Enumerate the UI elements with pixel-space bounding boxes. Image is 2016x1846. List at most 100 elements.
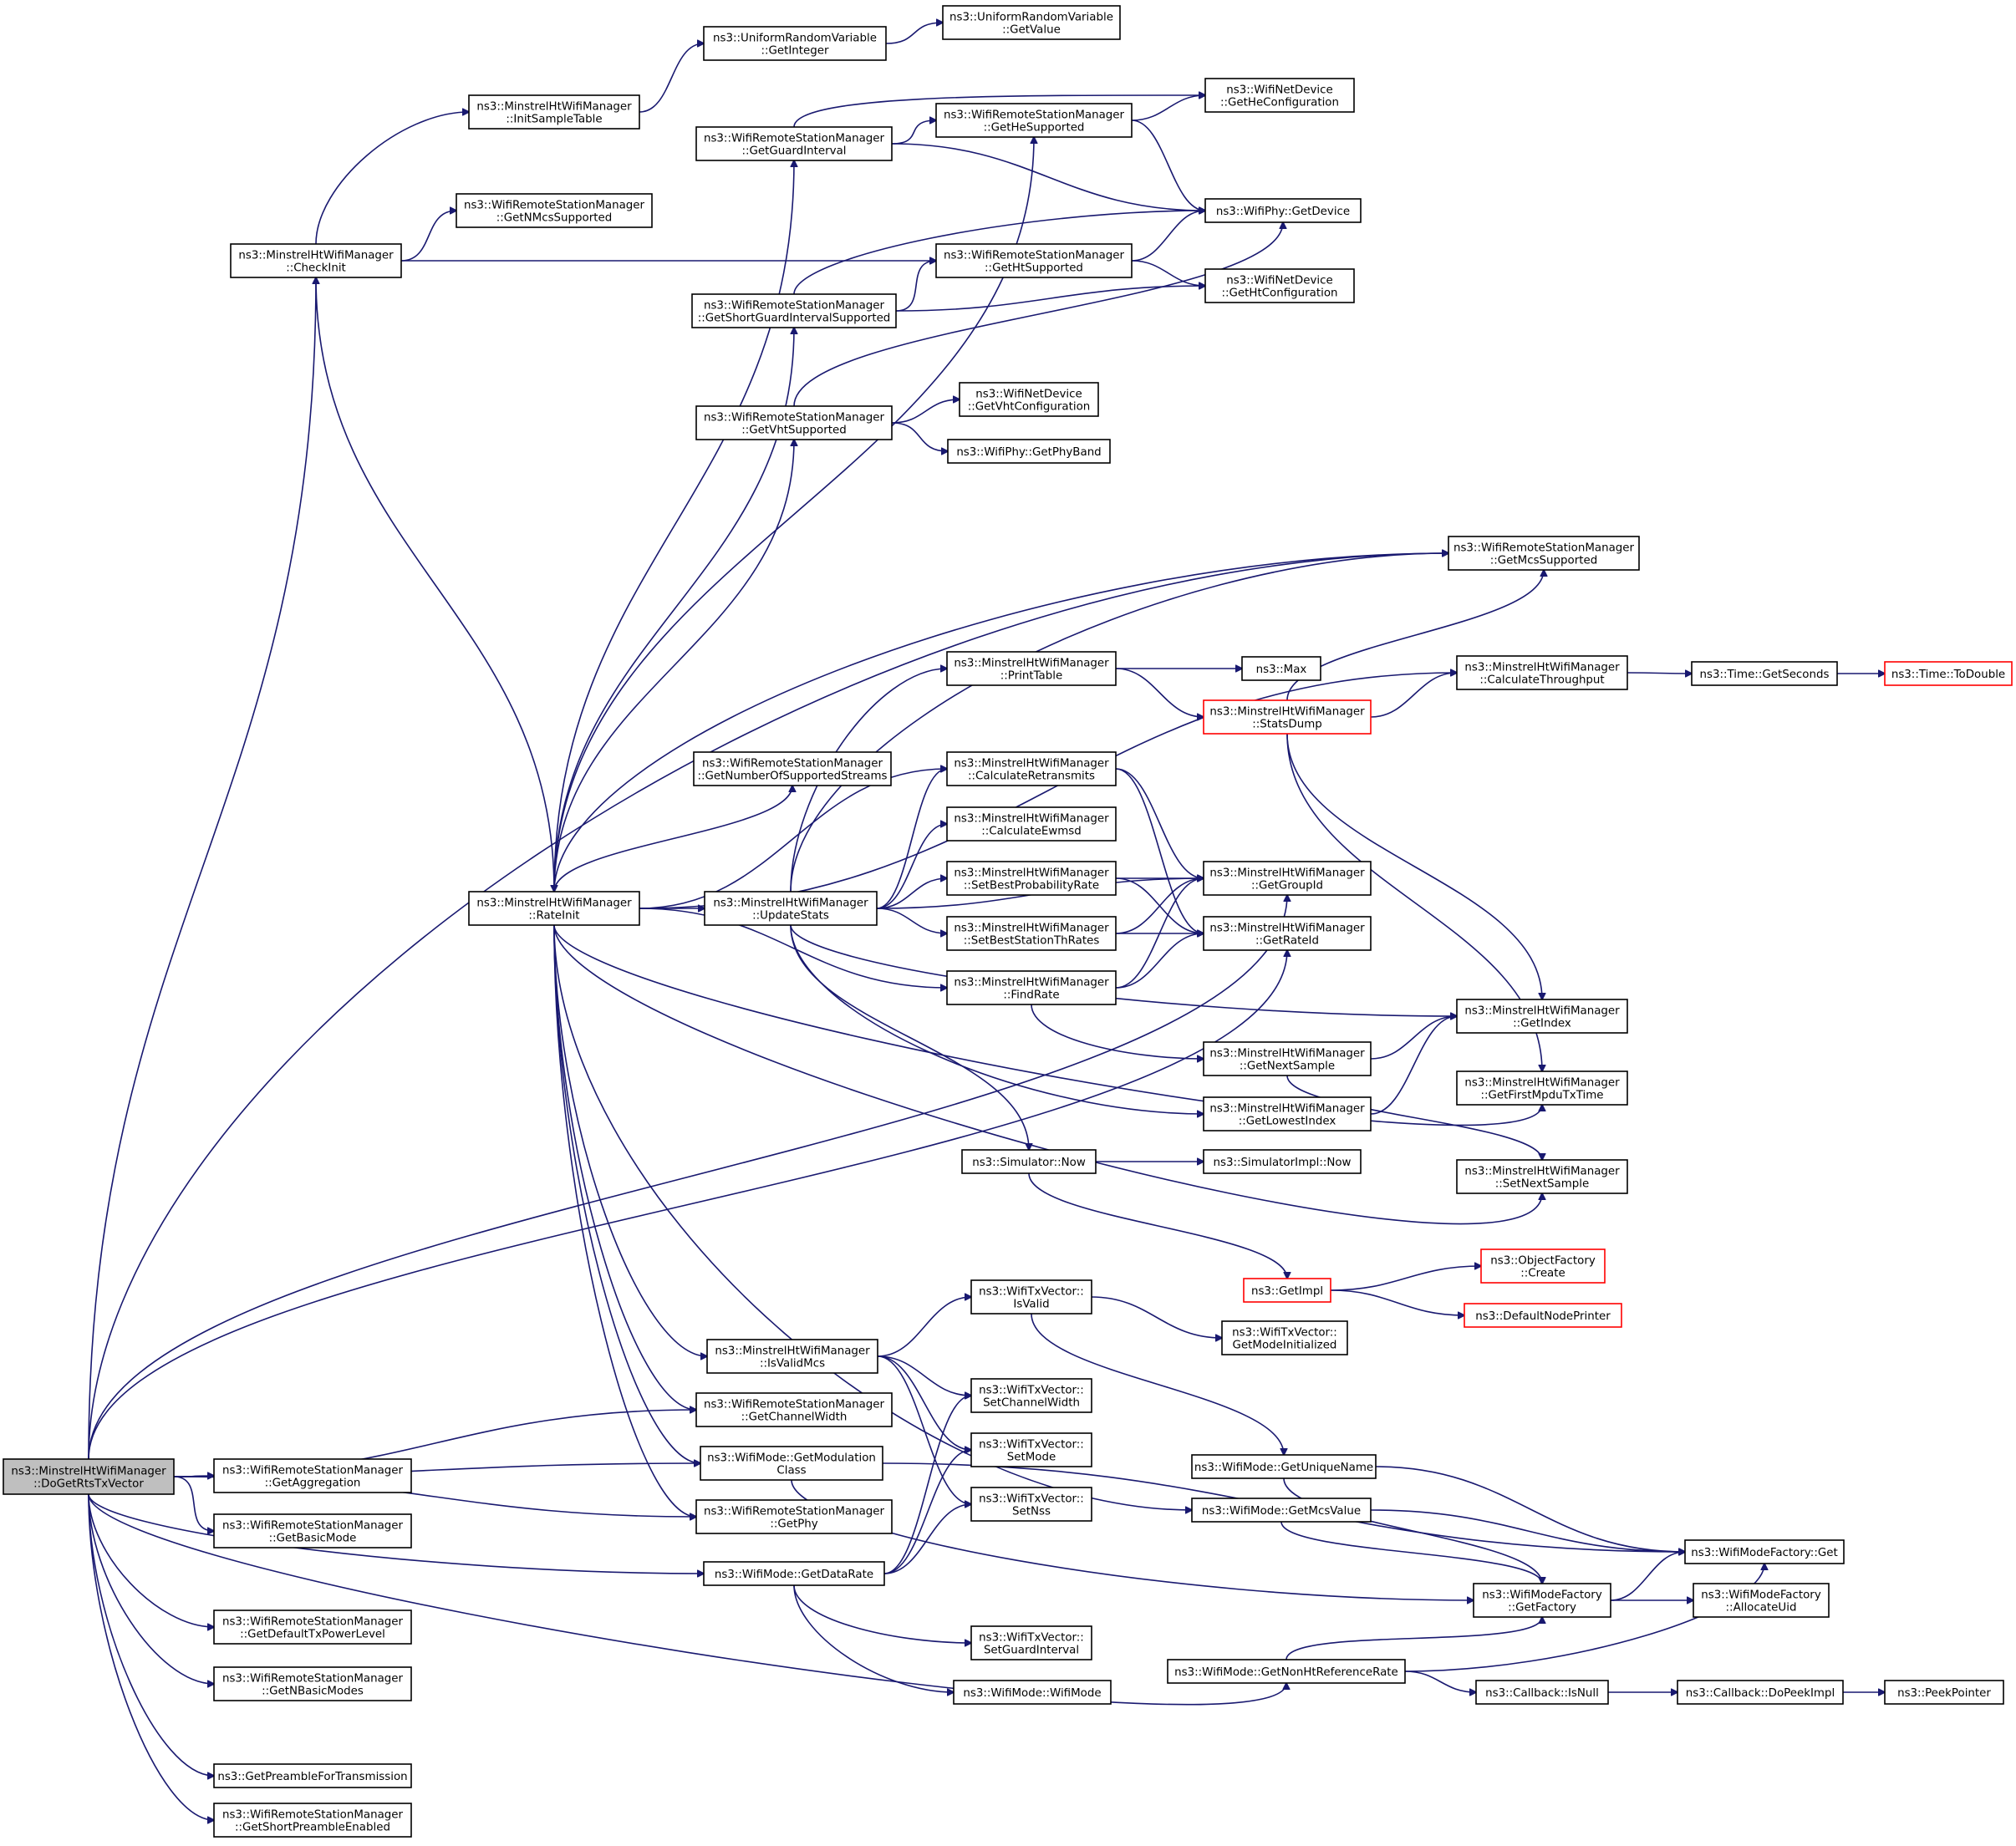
function-node-findRate[interactable]: ns3::MinstrelHtWifiManager::FindRate [946, 970, 1117, 1005]
function-node-simNow[interactable]: ns3::Simulator::Now [961, 1149, 1097, 1174]
function-node-getUniqueName[interactable]: ns3::WifiMode::GetUniqueName [1191, 1454, 1377, 1479]
node-box [946, 806, 1117, 842]
function-node-getImpl[interactable]: ns3::GetImpl [1243, 1278, 1331, 1303]
function-node-calcRetrans[interactable]: ns3::MinstrelHtWifiManager::CalculateRet… [946, 751, 1117, 786]
function-node-setNextSample[interactable]: ns3::MinstrelHtWifiManager::SetNextSampl… [1456, 1159, 1628, 1194]
function-node-setChanWidth[interactable]: ns3::WifiTxVector::SetChannelWidth [970, 1378, 1092, 1413]
call-edge-findRate-to-getNextSample [1031, 1004, 1204, 1059]
function-node-setBestTh[interactable]: ns3::MinstrelHtWifiManager::SetBestStati… [946, 916, 1117, 951]
function-node-getHtConf[interactable]: ns3::WifiNetDevice::GetHtConfiguration [1204, 268, 1355, 303]
call-edge-checkInit-to-rateInit [315, 277, 554, 892]
node-label-line: ::GetBasicMode [269, 1533, 357, 1545]
function-node-getShortGI[interactable]: ns3::WifiRemoteStationManager::GetShortG… [691, 293, 897, 328]
function-node-wifiMode[interactable]: ns3::WifiMode::WifiMode [953, 1680, 1112, 1705]
function-node-cbDoPeek[interactable]: ns3::Callback::DoPeekImpl [1677, 1680, 1844, 1705]
call-arrow [88, 1493, 214, 1684]
function-node-getFirstMpdu[interactable]: ns3::MinstrelHtWifiManager::GetFirstMpdu… [1456, 1070, 1628, 1106]
function-node-toDouble[interactable]: ns3::Time::ToDouble [1884, 661, 2013, 686]
function-node-getVhtConf[interactable]: ns3::WifiNetDevice::GetVhtConfiguration [959, 382, 1099, 417]
function-node-setBestProb[interactable]: ns3::MinstrelHtWifiManager::SetBestProba… [946, 861, 1117, 896]
function-node-getHtSup[interactable]: ns3::WifiRemoteStationManager::GetHtSupp… [935, 243, 1133, 278]
node-box [959, 382, 1099, 417]
call-arrow [553, 924, 707, 1356]
function-node-updateStats[interactable]: ns3::MinstrelHtWifiManager::UpdateStats [704, 891, 878, 926]
function-node-getNextSample[interactable]: ns3::MinstrelHtWifiManager::GetNextSampl… [1203, 1041, 1372, 1076]
call-arrow [1404, 1671, 1476, 1692]
function-node-cbIsNull[interactable]: ns3::Callback::IsNull [1475, 1680, 1609, 1705]
function-node-getMcsSup[interactable]: ns3::WifiRemoteStationManager::GetMcsSup… [1448, 536, 1640, 571]
node-label-line: ns3::WifiMode::GetDataRate [715, 1569, 873, 1581]
function-node-initSample[interactable]: ns3::MinstrelHtWifiManager::InitSampleTa… [468, 94, 640, 130]
function-node-phyGetDevice[interactable]: ns3::WifiPhy::GetDevice [1204, 198, 1362, 223]
node-label-line: ::GetValue [1002, 24, 1061, 37]
function-node-calcThroughput[interactable]: ns3::MinstrelHtWifiManager::CalculateThr… [1456, 655, 1628, 690]
function-node-getGroupId[interactable]: ns3::MinstrelHtWifiManager::GetGroupId [1203, 861, 1372, 896]
node-label-line: ns3::MinstrelHtWifiManager [1464, 1077, 1620, 1090]
call-arrow [885, 23, 943, 44]
function-node-getShortPreamble[interactable]: ns3::WifiRemoteStationManager::GetShortP… [213, 1803, 412, 1838]
call-arrow [315, 277, 554, 892]
node-box [1475, 1680, 1609, 1705]
node-box [703, 1561, 885, 1586]
function-node-isValidMcs[interactable]: ns3::MinstrelHtWifiManager::IsValidMcs [706, 1339, 878, 1374]
call-edge-rateInit-to-getMcsSup [553, 553, 1448, 892]
function-node-getRateId[interactable]: ns3::MinstrelHtWifiManager::GetRateId [1203, 916, 1372, 951]
function-node-setGuard[interactable]: ns3::WifiTxVector::SetGuardInterval [970, 1625, 1092, 1660]
function-node-getNonHtRef[interactable]: ns3::WifiMode::GetNonHtReferenceRate [1167, 1659, 1406, 1684]
function-node-getPhyBand[interactable]: ns3::WifiPhy::GetPhyBand [947, 439, 1111, 464]
node-box [1473, 1583, 1611, 1618]
call-edge-findRate-to-getGroupId [1115, 878, 1204, 989]
function-node-getVhtSup[interactable]: ns3::WifiRemoteStationManager::GetVhtSup… [695, 405, 893, 440]
node-box [468, 891, 640, 926]
function-node-getHeConf[interactable]: ns3::WifiNetDevice::GetHeConfiguration [1204, 78, 1355, 113]
function-node-peekPointer[interactable]: ns3::PeekPointer [1884, 1680, 2004, 1705]
call-edge-rateInit-to-isValidMcs [553, 924, 707, 1356]
function-node-getIndex[interactable]: ns3::MinstrelHtWifiManager::GetIndex [1456, 999, 1628, 1034]
call-edge-updateStats-to-getLowestIndex [790, 924, 1204, 1114]
function-node-modeFactoryGet[interactable]: ns3::WifiModeFactory::Get [1684, 1539, 1845, 1564]
function-node-getSeconds[interactable]: ns3::Time::GetSeconds [1691, 661, 1838, 686]
function-node-getBasicMode[interactable]: ns3::WifiRemoteStationManager::GetBasicM… [213, 1513, 412, 1549]
function-node-getPhy[interactable]: ns3::WifiRemoteStationManager::GetPhy [695, 1499, 893, 1534]
node-label-line: ::GetHeConfiguration [1220, 97, 1339, 109]
call-arrow [553, 160, 794, 892]
function-node-defaultNodePrinter[interactable]: ns3::DefaultNodePrinter [1464, 1303, 1622, 1328]
node-label-line: ::GetFactory [1508, 1602, 1576, 1615]
function-node-getGuard[interactable]: ns3::WifiRemoteStationManager::GetGuardI… [695, 126, 893, 161]
function-node-getDataRate[interactable]: ns3::WifiMode::GetDataRate [703, 1561, 885, 1586]
function-node-getDefaultTxPower[interactable]: ns3::WifiRemoteStationManager::GetDefaul… [213, 1610, 412, 1645]
function-node-getAggregation[interactable]: ns3::WifiRemoteStationManager::GetAggreg… [213, 1458, 412, 1493]
function-node-setMode[interactable]: ns3::WifiTxVector::SetMode [970, 1432, 1092, 1467]
call-edge-getShortGI-to-getHtSup [895, 261, 936, 312]
function-node-calcEwmsd[interactable]: ns3::MinstrelHtWifiManager::CalculateEwm… [946, 806, 1117, 842]
node-box [213, 1513, 412, 1549]
function-node-getPreamble[interactable]: ns3::GetPreambleForTransmission [213, 1763, 412, 1788]
function-node-getFactory[interactable]: ns3::WifiModeFactory::GetFactory [1473, 1583, 1611, 1618]
function-node-getNBasicModes[interactable]: ns3::WifiRemoteStationManager::GetNBasic… [213, 1666, 412, 1701]
node-box [456, 193, 653, 228]
function-node-setNss[interactable]: ns3::WifiTxVector::SetNss [970, 1487, 1092, 1522]
function-node-max[interactable]: ns3::Max [1241, 656, 1321, 681]
function-node-getChanWidth[interactable]: ns3::WifiRemoteStationManager::GetChanne… [695, 1392, 893, 1427]
call-edge-txIsValid-to-getModeInit [1091, 1296, 1222, 1338]
function-node-statsDump[interactable]: ns3::MinstrelHtWifiManager::StatsDump [1203, 699, 1372, 735]
function-node-getModeInit[interactable]: ns3::WifiTxVector::GetModeInitialized [1221, 1320, 1348, 1355]
function-node-getNumStreams[interactable]: ns3::WifiRemoteStationManager::GetNumber… [693, 751, 892, 786]
function-node-urvGetInteger[interactable]: ns3::UniformRandomVariable::GetInteger [703, 26, 887, 61]
function-node-getLowestIndex[interactable]: ns3::MinstrelHtWifiManager::GetLowestInd… [1203, 1096, 1372, 1132]
function-node-objFactoryCreate[interactable]: ns3::ObjectFactory::Create [1480, 1248, 1606, 1284]
function-node-simImplNow[interactable]: ns3::SimulatorImpl::Now [1203, 1149, 1362, 1174]
function-node-printTable[interactable]: ns3::MinstrelHtWifiManager::PrintTable [946, 651, 1117, 686]
node-label-line: ns3::WifiTxVector:: [979, 1439, 1084, 1452]
function-node-urvGetValue[interactable]: ns3::UniformRandomVariable::GetValue [942, 5, 1121, 40]
function-node-txIsValid[interactable]: ns3::WifiTxVector::IsValid [970, 1279, 1092, 1315]
function-node-getHeSup[interactable]: ns3::WifiRemoteStationManager::GetHeSupp… [935, 103, 1133, 138]
function-node-getNMcs[interactable]: ns3::WifiRemoteStationManager::GetNMcsSu… [456, 193, 653, 228]
function-node-getMcsValue[interactable]: ns3::WifiMode::GetMcsValue [1191, 1498, 1372, 1523]
root-function-node: ns3::MinstrelHtWifiManager::DoGetRtsTxVe… [3, 1458, 175, 1495]
function-node-checkInit[interactable]: ns3::MinstrelHtWifiManager::CheckInit [230, 243, 402, 278]
function-node-rateInit[interactable]: ns3::MinstrelHtWifiManager::RateInit [468, 891, 640, 926]
function-node-allocateUid[interactable]: ns3::WifiModeFactory::AllocateUid [1693, 1583, 1830, 1618]
